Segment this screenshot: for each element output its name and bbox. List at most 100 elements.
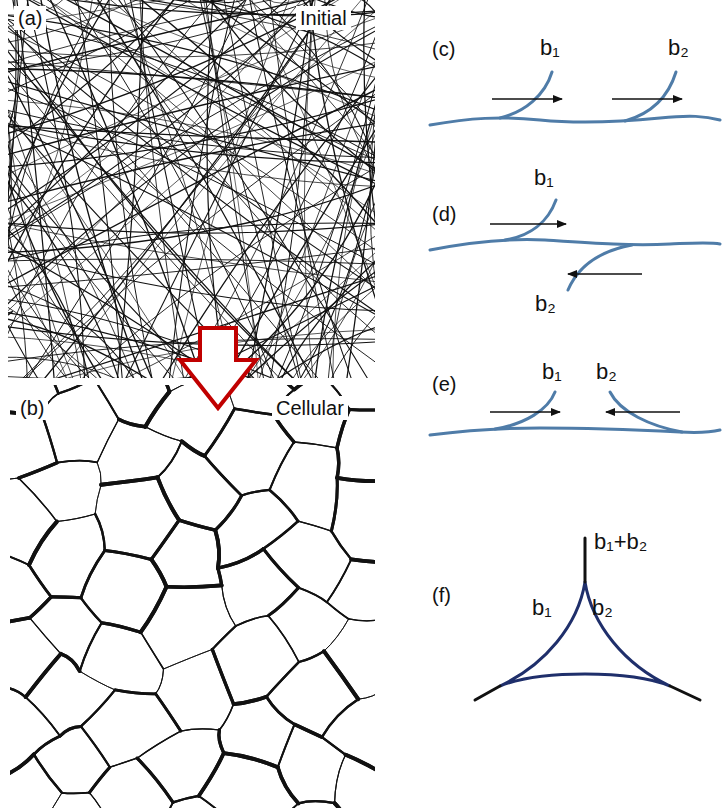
cell-wall bbox=[270, 490, 299, 521]
cell-wall bbox=[61, 654, 80, 671]
cell-wall bbox=[324, 619, 349, 651]
cell-wall bbox=[294, 385, 319, 390]
dislocation-line bbox=[58, 0, 375, 120]
cell-wall bbox=[266, 697, 294, 725]
cell-wall bbox=[19, 463, 58, 478]
cell-wall bbox=[215, 496, 241, 531]
cell-wall bbox=[182, 441, 205, 456]
cell-wall bbox=[29, 522, 57, 565]
cell-wall bbox=[119, 419, 146, 427]
cell-wall bbox=[10, 754, 34, 777]
dislocation-line bbox=[8, 317, 162, 378]
cell-wall bbox=[137, 758, 173, 802]
cell-wall bbox=[324, 619, 349, 651]
cell-wall bbox=[331, 478, 337, 531]
cell-wall bbox=[43, 416, 58, 463]
cell-wall bbox=[278, 767, 299, 803]
cell-wall bbox=[234, 697, 267, 704]
cell-wall bbox=[26, 654, 61, 697]
cell-wall bbox=[234, 697, 267, 704]
cell-wall bbox=[236, 616, 269, 626]
dislocation-line bbox=[8, 223, 375, 262]
cell-wall bbox=[119, 419, 146, 427]
dislocation-line bbox=[8, 22, 375, 246]
cell-wall bbox=[28, 385, 59, 393]
cell-wall bbox=[89, 793, 113, 808]
cell-wall bbox=[105, 551, 152, 560]
cell-wall bbox=[62, 792, 90, 794]
cell-wall bbox=[153, 385, 169, 392]
cell-wall bbox=[268, 616, 299, 662]
cell-wall bbox=[335, 755, 346, 803]
cell-wall bbox=[30, 618, 61, 654]
cell-wall bbox=[145, 427, 181, 442]
cell-wall bbox=[181, 729, 220, 731]
cell-wall bbox=[97, 462, 101, 484]
cell-wall bbox=[266, 662, 299, 697]
cell-wall bbox=[158, 441, 182, 477]
cell-wall bbox=[10, 546, 29, 565]
random-dislocation-lines bbox=[8, 0, 375, 378]
dislocation-line bbox=[137, 0, 247, 2]
cell-wall bbox=[263, 549, 298, 588]
cell-wall bbox=[322, 737, 346, 755]
cell-wall bbox=[298, 521, 331, 531]
cell-wall bbox=[102, 623, 141, 632]
cell-wall bbox=[34, 754, 62, 793]
cell-wall bbox=[346, 755, 375, 775]
cell-wall bbox=[34, 736, 60, 754]
cell-wall bbox=[219, 730, 224, 753]
cell-wall bbox=[29, 522, 57, 565]
cell-wall bbox=[158, 477, 180, 520]
cell-wall bbox=[158, 441, 182, 477]
cell-wall bbox=[298, 521, 331, 531]
dislocation-line bbox=[370, 41, 375, 332]
cell-wall bbox=[29, 565, 51, 597]
cell-wall bbox=[61, 654, 80, 671]
panel-letter: (a) bbox=[14, 6, 46, 30]
cell-wall bbox=[235, 409, 274, 415]
cell-wall bbox=[218, 549, 264, 568]
cell-wall bbox=[137, 731, 181, 758]
cell-wall bbox=[270, 442, 294, 490]
cell-wall bbox=[294, 442, 337, 448]
cell-wall bbox=[205, 409, 235, 456]
junction-triangle bbox=[475, 538, 700, 700]
cell-wall bbox=[60, 726, 81, 736]
dislocation-line bbox=[8, 42, 375, 57]
dislocation-line bbox=[16, 0, 55, 378]
cell-wall bbox=[263, 521, 298, 549]
dislocation-line bbox=[8, 357, 137, 378]
cell-wall bbox=[145, 427, 181, 442]
cell-wall bbox=[19, 478, 57, 522]
cell-wall bbox=[351, 559, 375, 562]
burgers-label: b₁ bbox=[532, 596, 552, 620]
cell-wall bbox=[57, 514, 95, 522]
cell-wall bbox=[295, 724, 322, 737]
cell-wall bbox=[205, 456, 242, 496]
cell-wall bbox=[10, 478, 19, 489]
cell-wall bbox=[324, 651, 358, 699]
dislocation-line bbox=[8, 376, 170, 378]
cell-wall bbox=[173, 796, 199, 803]
cell-wall bbox=[167, 585, 222, 587]
cell-wall bbox=[10, 687, 26, 697]
cell-wall bbox=[327, 602, 349, 619]
cell-wall bbox=[26, 697, 61, 736]
burgers-label: b₁ bbox=[540, 36, 560, 60]
cell-wall bbox=[294, 385, 319, 390]
cell-wall bbox=[101, 477, 157, 484]
cell-wall bbox=[327, 602, 349, 619]
cell-wall bbox=[141, 587, 167, 632]
cell-wall bbox=[89, 767, 109, 793]
cell-wall bbox=[268, 588, 298, 616]
dislocation-line bbox=[345, 13, 375, 378]
cell-wall bbox=[81, 598, 102, 623]
cell-wall bbox=[173, 796, 199, 803]
cell-wall bbox=[218, 568, 222, 585]
cell-wall bbox=[331, 531, 351, 559]
cell-wall bbox=[30, 597, 52, 618]
dislocation-line bbox=[49, 0, 375, 174]
cell-wall bbox=[219, 730, 224, 753]
burgers-label: b₁+b₂ bbox=[594, 530, 647, 554]
